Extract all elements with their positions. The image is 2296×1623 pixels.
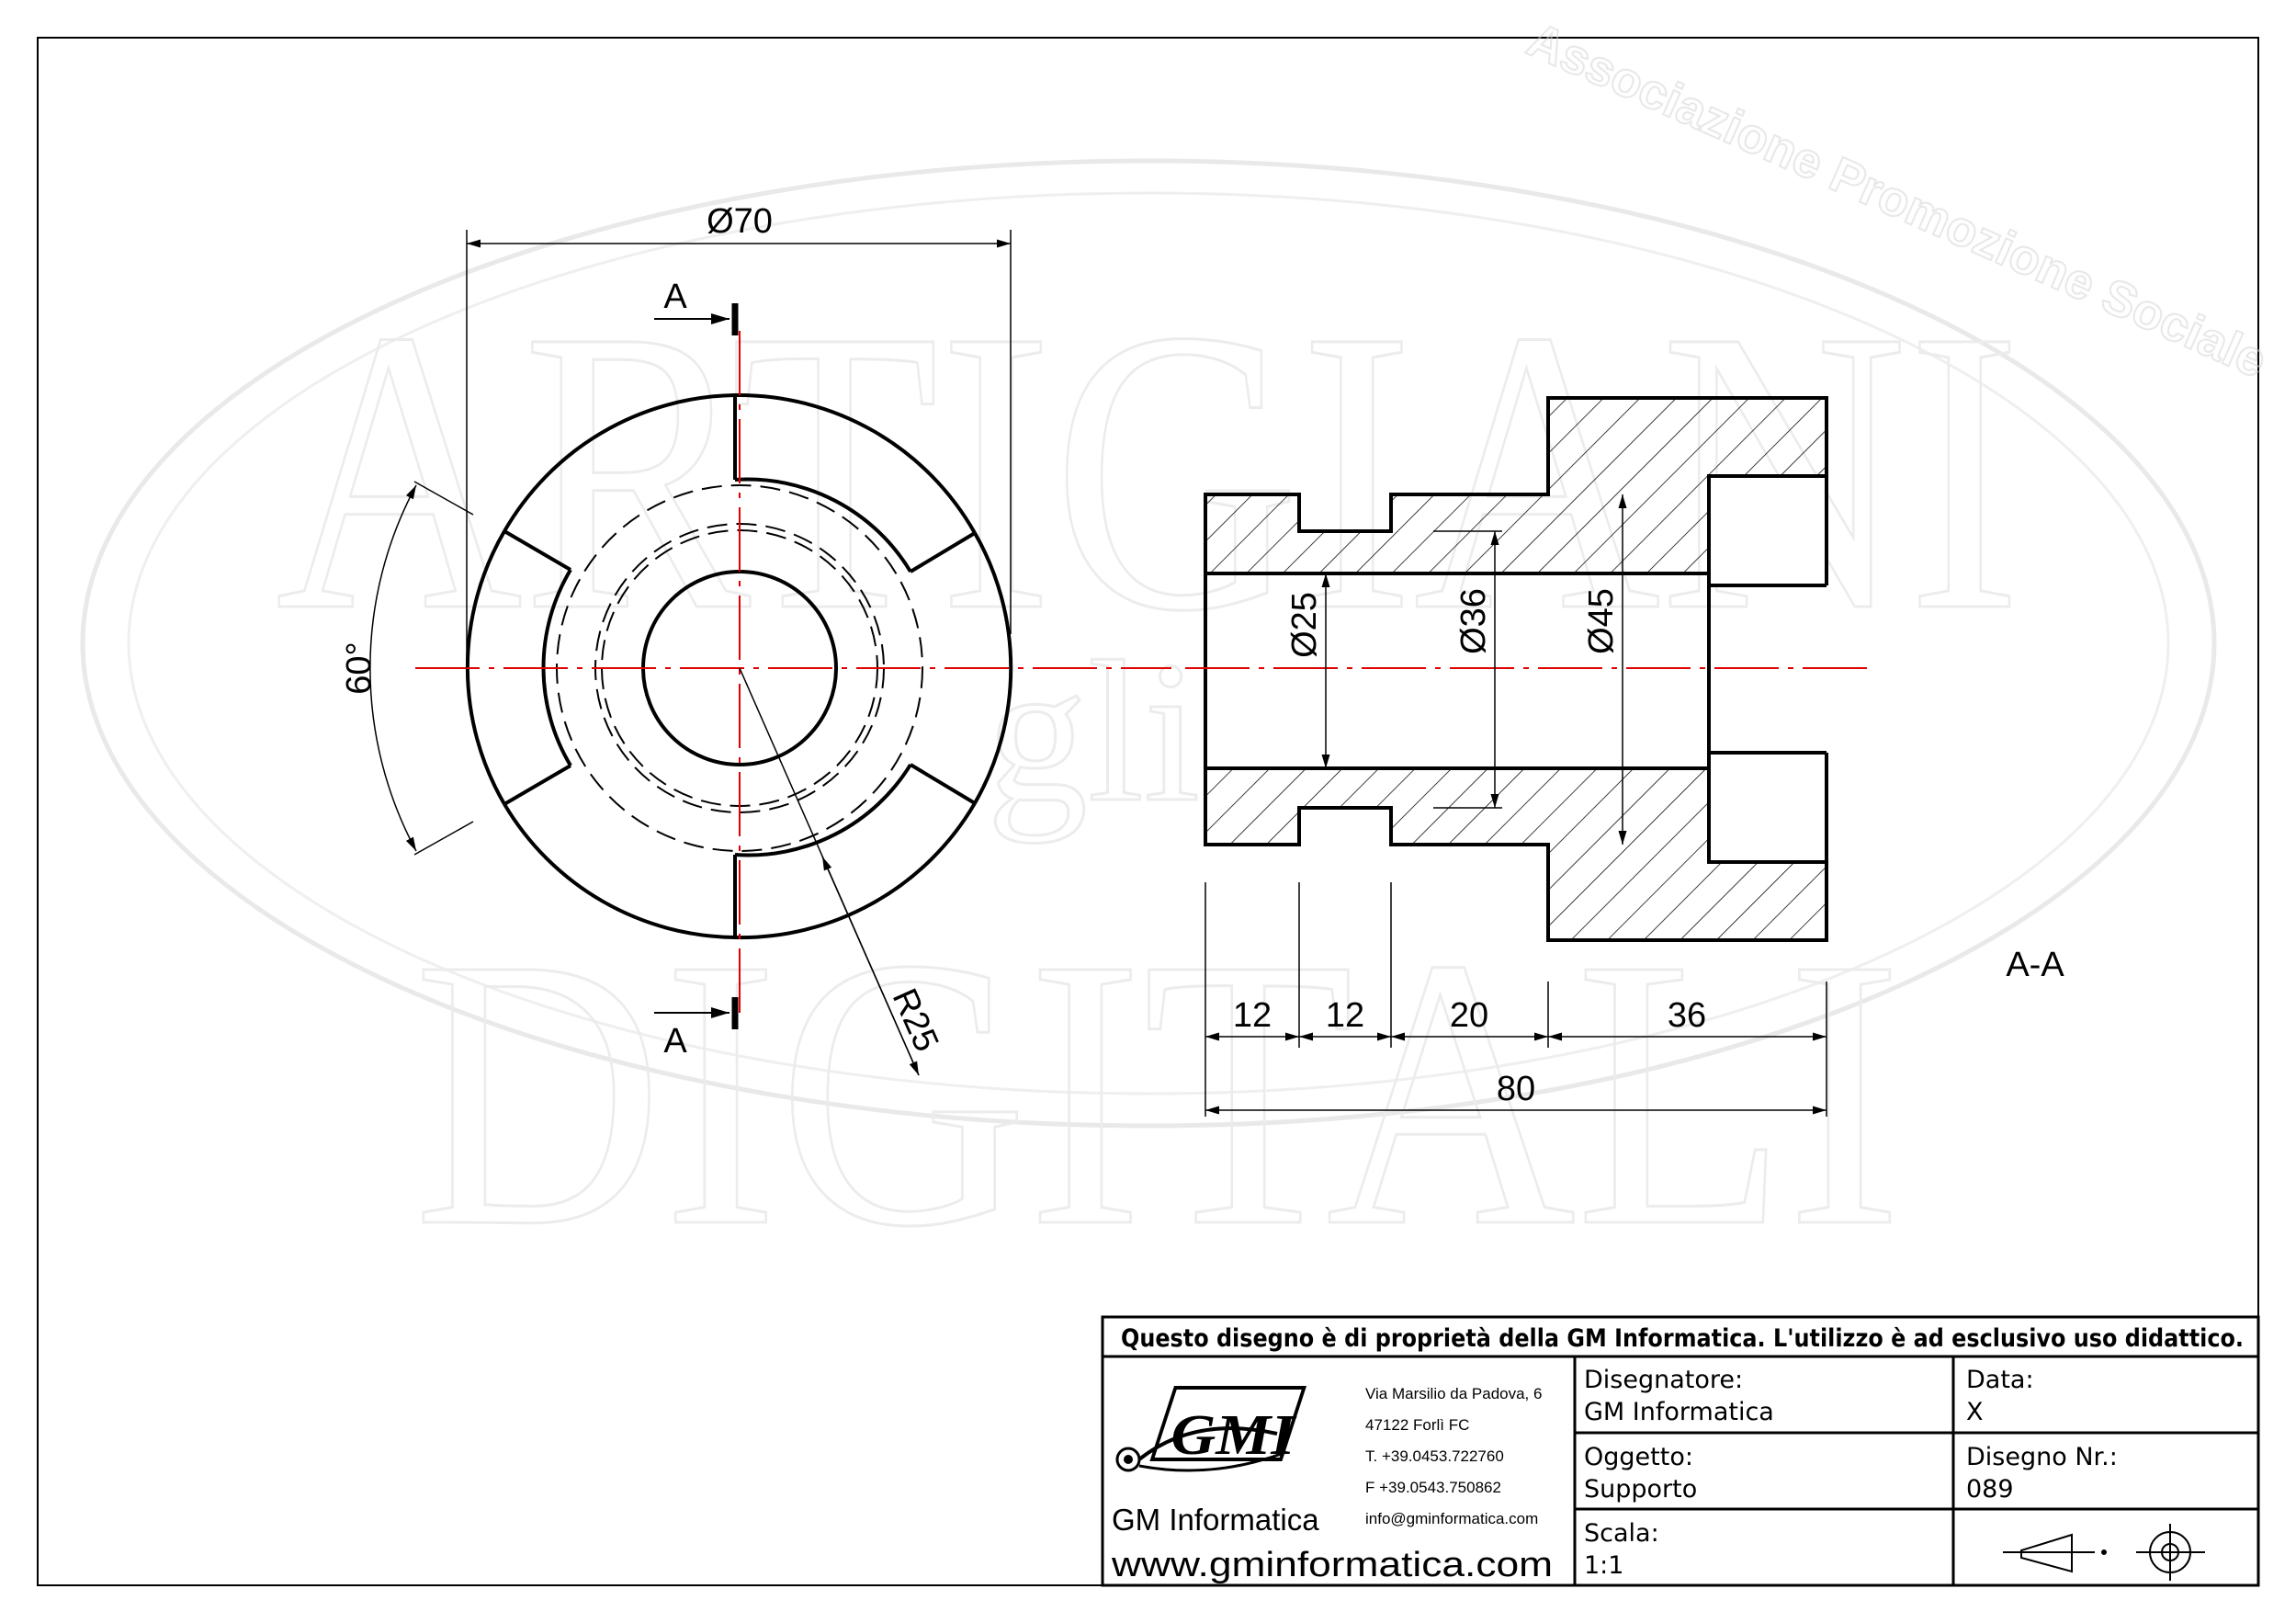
date-value: X	[1966, 1398, 1984, 1426]
company-website[interactable]: www.gminformatica.com	[1111, 1546, 1553, 1584]
radius-leader-arrow	[821, 856, 920, 1076]
dim-36-label: Ø36	[1454, 588, 1493, 654]
phone-line: T. +39.0453.722760	[1365, 1447, 1504, 1465]
email-line[interactable]: info@gminformatica.com	[1365, 1510, 1538, 1527]
gmi-logo	[1115, 1386, 1307, 1472]
title-block	[1101, 1315, 2260, 1587]
dim-80-label: 80	[1497, 1070, 1535, 1108]
counterbore-upper-clear	[1711, 478, 1825, 585]
fax-line: F +39.0543.750862	[1365, 1479, 1501, 1496]
dim-12a-label: 12	[1233, 996, 1272, 1035]
scale-value: 1:1	[1584, 1551, 1623, 1580]
diameter-70-dimension	[466, 230, 1012, 668]
front-centerlines	[415, 331, 1171, 1020]
watermark-line2: gli	[987, 619, 1200, 844]
section-view	[1204, 396, 1828, 942]
outer-circle-arc-left	[503, 393, 736, 939]
outer-right-flat	[973, 532, 1013, 804]
company-name: GM Informatica	[1112, 1503, 1319, 1537]
dim-20-label: 20	[1450, 996, 1488, 1035]
dim-45-label: Ø45	[1582, 588, 1621, 654]
designer-label: Disegnatore:	[1584, 1366, 1743, 1394]
watermark: Associazione Promozione Sociale ARTIGIAN…	[80, 11, 2276, 1308]
drawing-number-value: 089	[1966, 1475, 2014, 1504]
counterbore-lower-clear	[1711, 754, 1825, 860]
length-dims	[1205, 882, 1827, 1117]
logo-text: GMI	[1171, 1404, 1297, 1467]
section-marker-bottom-label: A	[663, 1022, 687, 1061]
watermark-line3: DIGITALI	[413, 879, 1902, 1306]
slot-upper-right	[909, 531, 977, 573]
slot-lower-right	[909, 763, 977, 805]
section-marker-top-label: A	[663, 278, 687, 316]
dim-12b-label: 12	[1326, 996, 1364, 1035]
drawing-number-label: Disegno Nr.:	[1966, 1443, 2118, 1471]
dim-25-label: Ø25	[1285, 592, 1324, 658]
section-title: A-A	[2006, 946, 2064, 984]
section-marker-top	[654, 303, 739, 335]
section-diameter-dims	[1321, 494, 1627, 845]
angle-dimension	[369, 481, 474, 856]
diameter-70-label: Ø70	[707, 202, 773, 241]
slot-lower-left	[503, 764, 572, 806]
address-line-1: Via Marsilio da Padova, 6	[1365, 1385, 1542, 1402]
title-block-frame	[1101, 1315, 2260, 1587]
address-line-2: 47122 Forlì FC	[1365, 1416, 1469, 1434]
date-label: Data:	[1966, 1366, 2034, 1394]
scale-label: Scala:	[1584, 1519, 1659, 1548]
object-value: Supporto	[1584, 1475, 1697, 1504]
projection-symbol-icon	[2003, 1524, 2205, 1581]
angle-label: 60°	[340, 641, 379, 694]
dim-36-length-label: 36	[1668, 996, 1706, 1035]
watermark-ellipse-inner	[127, 191, 2170, 1095]
notice-text: Questo disegno è di proprietà della GM I…	[1121, 1324, 2244, 1353]
object-label: Oggetto:	[1584, 1443, 1693, 1471]
section-marker-bottom	[654, 997, 739, 1029]
watermark-ellipse-outer	[80, 158, 2217, 1129]
slot-upper-left	[503, 529, 572, 572]
outer-circle-arc-right	[734, 392, 977, 940]
designer-value: GM Informatica	[1584, 1398, 1774, 1426]
